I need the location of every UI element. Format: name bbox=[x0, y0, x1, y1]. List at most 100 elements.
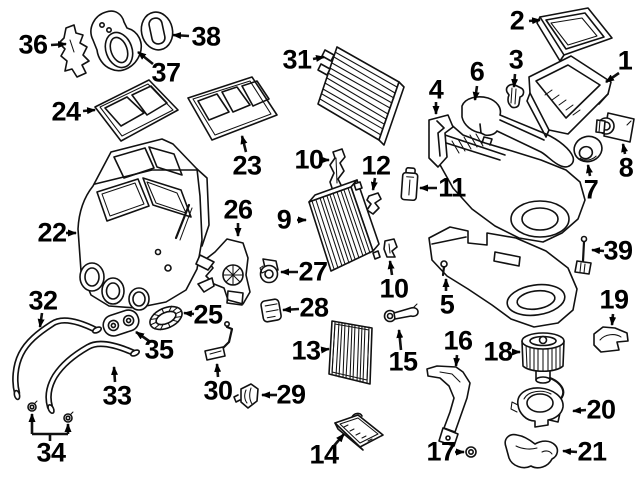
part-4-bracket-drawing bbox=[428, 114, 454, 168]
leader-line bbox=[562, 448, 578, 456]
part-16-support-bracket-drawing bbox=[426, 365, 471, 447]
callout-3[interactable]: 3 bbox=[508, 44, 524, 75]
part-31-heater-core-drawing bbox=[317, 46, 405, 146]
callout-15[interactable]: 15 bbox=[388, 346, 418, 377]
callout-24[interactable]: 24 bbox=[51, 96, 81, 127]
part-8-sensor-drawing bbox=[595, 112, 635, 143]
part-33-hose-drawing bbox=[45, 340, 141, 415]
part-25-seal-drawing bbox=[149, 305, 183, 331]
leader-line bbox=[387, 260, 395, 276]
callout-14[interactable]: 14 bbox=[309, 439, 339, 470]
callout-33[interactable]: 33 bbox=[102, 380, 132, 411]
callout-20[interactable]: 20 bbox=[586, 394, 616, 425]
part-24-vent-panel-drawing bbox=[94, 79, 179, 142]
part-9-evaporator-drawing bbox=[308, 179, 381, 272]
callout-8[interactable]: 8 bbox=[618, 152, 634, 183]
part-38-grommet-drawing bbox=[140, 11, 174, 51]
part-12-clip-drawing bbox=[366, 192, 382, 215]
callout-7[interactable]: 7 bbox=[583, 174, 599, 205]
callout-4[interactable]: 4 bbox=[428, 74, 444, 105]
leader-line bbox=[332, 433, 345, 448]
part-19-bracket-drawing bbox=[593, 326, 629, 353]
leader-line bbox=[137, 50, 154, 66]
part-3-clip-drawing bbox=[505, 83, 525, 109]
leader-line bbox=[135, 330, 150, 343]
leader-line bbox=[320, 346, 330, 354]
callout-2[interactable]: 2 bbox=[509, 5, 525, 36]
callout-29[interactable]: 29 bbox=[276, 379, 306, 410]
part-34-grommets-drawing bbox=[27, 400, 74, 423]
part-23-vent-panel-drawing bbox=[187, 76, 278, 141]
part-1-case-drawing bbox=[526, 55, 612, 138]
leader-line bbox=[370, 177, 378, 191]
callout-22[interactable]: 22 bbox=[37, 217, 67, 248]
callout-25[interactable]: 25 bbox=[193, 299, 223, 330]
part-26-mount-bracket-drawing bbox=[195, 238, 251, 306]
callout-39[interactable]: 39 bbox=[603, 235, 633, 266]
callout-11[interactable]: 11 bbox=[438, 172, 466, 203]
callout-34[interactable]: 34 bbox=[36, 437, 66, 468]
callout-9[interactable]: 9 bbox=[276, 204, 292, 235]
leader-line bbox=[609, 313, 617, 326]
callout-31[interactable]: 31 bbox=[282, 44, 312, 75]
part-29-clip-drawing bbox=[233, 383, 259, 409]
callout-21[interactable]: 21 bbox=[577, 436, 607, 467]
callout-28[interactable]: 28 bbox=[299, 292, 329, 323]
callout-36[interactable]: 36 bbox=[18, 29, 48, 60]
leader-line bbox=[396, 329, 404, 351]
callout-13[interactable]: 13 bbox=[291, 335, 321, 366]
callout-19[interactable]: 19 bbox=[599, 284, 629, 315]
leader-line bbox=[605, 71, 620, 84]
part-15-bleeder-pipe-drawing bbox=[383, 303, 419, 323]
callout-12[interactable]: 12 bbox=[361, 150, 391, 181]
leader-line bbox=[111, 366, 119, 383]
leader-line bbox=[183, 310, 195, 318]
callout-38[interactable]: 38 bbox=[191, 21, 221, 52]
part-20-scroll-cover-drawing bbox=[510, 387, 564, 428]
callout-6[interactable]: 6 bbox=[469, 56, 485, 87]
leader-line bbox=[472, 85, 480, 101]
leader-line bbox=[172, 32, 190, 39]
callout-35[interactable]: 35 bbox=[144, 334, 174, 365]
callout-1[interactable]: 1 bbox=[617, 45, 633, 76]
leader-line bbox=[282, 306, 300, 313]
part-2-tray-drawing bbox=[536, 7, 613, 62]
part-10b-bracket-drawing bbox=[383, 238, 398, 258]
callout-18[interactable]: 18 bbox=[483, 336, 513, 367]
part-39-rod-sensor-drawing bbox=[574, 235, 592, 275]
leader-line bbox=[82, 107, 96, 115]
leader-line bbox=[312, 54, 325, 62]
part-27-actuator-drawing bbox=[259, 258, 279, 284]
part-35-flange-drawing bbox=[102, 309, 140, 337]
callout-32[interactable]: 32 bbox=[28, 285, 58, 316]
callout-27[interactable]: 27 bbox=[298, 256, 328, 287]
part-22-heater-case-drawing bbox=[77, 138, 210, 311]
leader-line bbox=[453, 354, 461, 367]
callout-17[interactable]: 17 bbox=[426, 436, 456, 467]
part-13-filter-drawing bbox=[328, 320, 373, 385]
leader-line bbox=[591, 247, 605, 255]
part-11-resistor-drawing bbox=[400, 167, 419, 202]
part-18-blower-motor-drawing bbox=[521, 332, 565, 423]
callout-23[interactable]: 23 bbox=[232, 150, 262, 181]
part-7-ring-drawing bbox=[573, 135, 603, 163]
part-5-lower-duct-drawing bbox=[428, 226, 578, 328]
callout-5[interactable]: 5 bbox=[439, 289, 455, 320]
leader-line bbox=[214, 363, 222, 378]
callout-10[interactable]: 10 bbox=[294, 144, 324, 175]
leader-line bbox=[585, 164, 593, 177]
leader-line bbox=[511, 73, 519, 88]
part-21-elbow-duct-drawing bbox=[504, 433, 559, 469]
callout-10[interactable]: 10 bbox=[379, 273, 409, 304]
callout-26[interactable]: 26 bbox=[223, 194, 253, 225]
callout-37[interactable]: 37 bbox=[151, 57, 181, 88]
part-6-strap-drawing bbox=[461, 96, 575, 168]
leader-line bbox=[621, 143, 629, 155]
callout-30[interactable]: 30 bbox=[203, 375, 233, 406]
leader-line bbox=[240, 135, 248, 153]
callout-16[interactable]: 16 bbox=[443, 325, 473, 356]
